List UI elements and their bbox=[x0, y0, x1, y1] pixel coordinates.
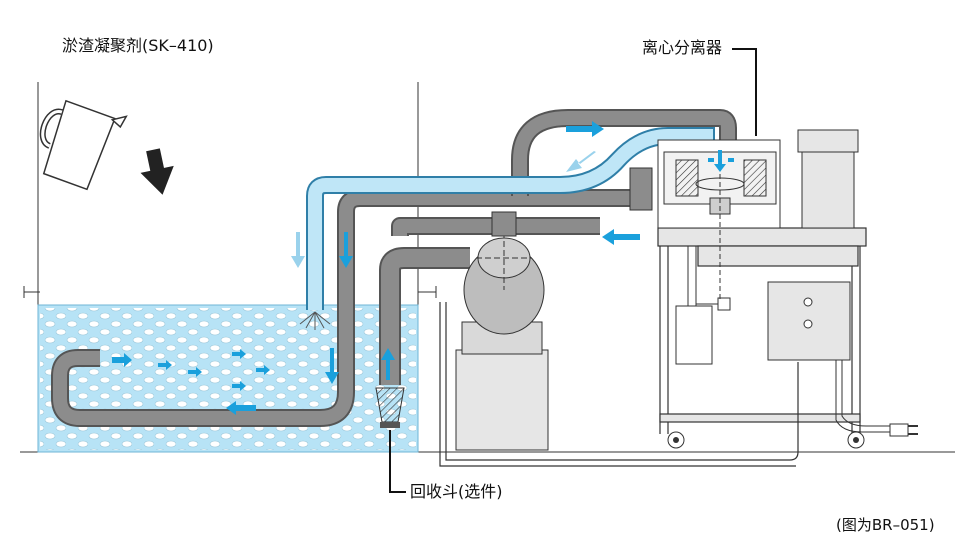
jug-icon bbox=[39, 99, 128, 191]
spray-outlet bbox=[299, 311, 331, 330]
funnel-leader bbox=[389, 430, 406, 493]
flow-arrow-icon bbox=[112, 121, 734, 415]
centrifuge-label: 离心分离器 bbox=[642, 38, 723, 57]
sludge-bottle bbox=[675, 246, 731, 365]
caster-wheel-icon bbox=[667, 431, 865, 449]
power-plug-icon bbox=[835, 360, 918, 437]
gray-return-pipe bbox=[51, 109, 737, 427]
control-panel bbox=[767, 281, 851, 361]
recovery-funnel-label: 回收斗(选件) bbox=[410, 482, 503, 501]
centrifuge-leader bbox=[732, 48, 757, 136]
figure-note: (图为BR–051) bbox=[836, 516, 935, 534]
down-arrow-icon bbox=[140, 148, 174, 195]
coagulant-label: 淤渣凝聚剂(SK–410) bbox=[62, 36, 214, 55]
centrifuge-cart bbox=[439, 227, 867, 467]
pump-unit bbox=[455, 211, 549, 451]
water-bubbles bbox=[40, 308, 416, 450]
valve-box bbox=[629, 167, 653, 211]
centrifuge-motor bbox=[797, 129, 859, 229]
recovery-funnel bbox=[375, 387, 405, 428]
clean-water-pipe bbox=[306, 127, 715, 310]
